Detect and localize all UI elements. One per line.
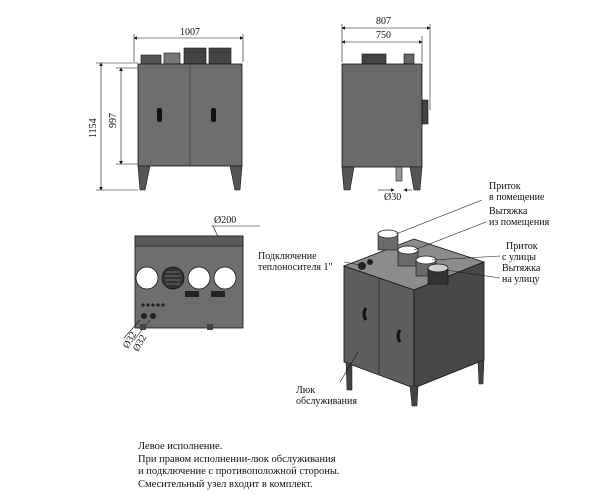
iso-duct	[427, 263, 449, 285]
leg	[229, 165, 243, 191]
side-body	[341, 63, 423, 168]
dim-side-body-depth: 750	[376, 30, 391, 41]
isometric-view	[342, 229, 486, 407]
door-handle-icon	[396, 329, 402, 343]
dim-front-width: 1007	[180, 27, 200, 38]
duct-opening	[135, 266, 159, 290]
duct-opening	[213, 266, 237, 290]
note-line: Левое исполнение.	[138, 441, 223, 452]
door-handle-icon	[157, 108, 162, 122]
dim-duct: Ø200	[214, 215, 236, 226]
label-supply-in-2: в помещение	[489, 192, 545, 203]
spigot	[140, 54, 162, 65]
side-bracket	[421, 99, 429, 125]
duct-opening	[187, 266, 211, 290]
heating-connection	[358, 262, 366, 270]
label-heating-2: теплоносителя 1"	[258, 262, 333, 273]
spigot	[163, 52, 181, 65]
spigot	[208, 47, 232, 65]
duct-grille	[161, 266, 185, 290]
mount	[185, 291, 199, 297]
dim-total-height: 1154	[88, 118, 99, 138]
label-hatch: Люк	[296, 385, 315, 396]
notes-block: Левое исполнение. При правом исполнении-…	[138, 441, 340, 491]
callouts: Приток в помещение Вытяжка из помещения …	[258, 181, 550, 407]
front-view: 1007 1154 997	[88, 27, 244, 191]
drain-pipe	[395, 166, 403, 182]
top-view: Ø200 Ø32 Ø32	[121, 215, 260, 354]
label-supply-out-2: с улицы	[502, 252, 536, 263]
leg	[137, 165, 151, 191]
iso-duct	[377, 229, 399, 251]
dim-drain: Ø30	[384, 192, 401, 203]
label-extract-out: Вытяжка	[502, 263, 541, 274]
iso-duct	[397, 245, 419, 267]
spigot	[183, 47, 207, 65]
spigot	[403, 53, 415, 65]
leg	[341, 166, 355, 191]
door-handle-icon	[362, 307, 368, 321]
label-heating: Подключение	[258, 251, 317, 262]
label-hatch-2: обслуживания	[296, 396, 357, 407]
pipe-connection	[150, 313, 156, 319]
label-extract-in: Вытяжка	[489, 206, 528, 217]
door-handle-icon	[211, 108, 216, 122]
dim-body-height: 997	[108, 113, 119, 128]
spigot	[361, 53, 387, 65]
side-view: 807 750 Ø30	[341, 16, 431, 203]
dim-side-depth: 807	[376, 16, 391, 27]
label-supply-in: Приток	[489, 181, 521, 192]
note-line: При правом исполнении-люк обслуживания	[138, 453, 336, 465]
mount	[211, 291, 225, 297]
pipe-connection	[141, 313, 147, 319]
label-extract-out-2: на улицу	[502, 274, 540, 285]
label-supply-out: Приток	[506, 241, 538, 252]
note-line: Смесительный узел входит в комплект.	[138, 478, 313, 490]
label-extract-in-2: из помещения	[489, 217, 550, 228]
note-line: и подключение с противоположной стороны.	[138, 466, 340, 477]
leg	[409, 166, 423, 191]
